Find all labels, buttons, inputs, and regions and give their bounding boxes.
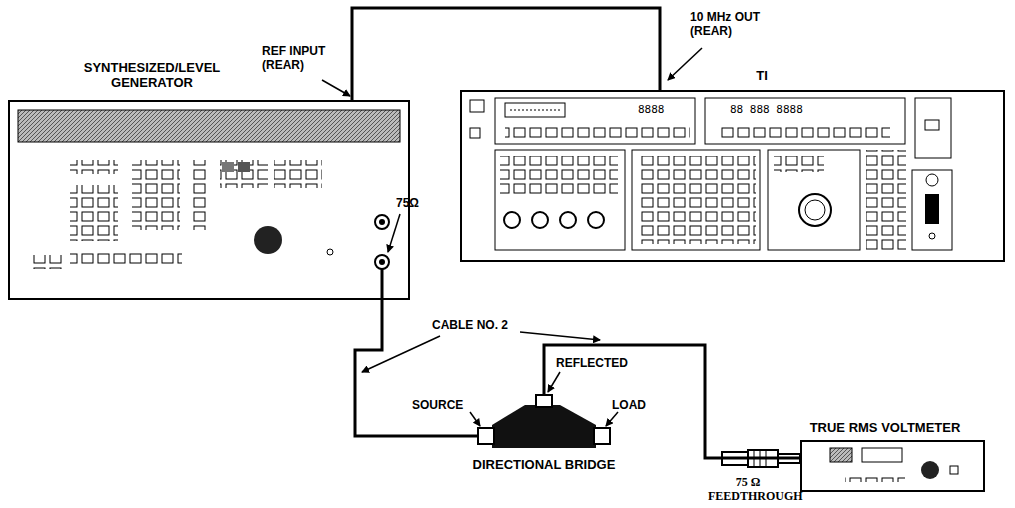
port-label: SOURCE: [412, 398, 463, 412]
instrument-name: DIRECTIONAL BRIDGE: [468, 457, 620, 472]
cable: [352, 8, 660, 100]
port-label: 10 MHz OUT (REAR): [690, 10, 784, 38]
feedthrough-label: 75 Ω FEEDTHROUGH: [708, 475, 788, 503]
instrument-name: TI: [742, 68, 782, 83]
impedance-label: 75Ω: [396, 196, 419, 210]
port-label: LOAD: [612, 398, 646, 412]
directional-bridge: DIRECTIONAL BRIDGE: [478, 395, 610, 455]
rms-voltmeter: TRUE RMS VOLTMETER: [800, 440, 985, 492]
display-digits: 88 888 8888: [728, 103, 805, 117]
cable-label: CABLE NO. 2: [432, 318, 508, 332]
leader-arrows: [322, 48, 702, 426]
voltmeter-panel: [830, 448, 958, 482]
instrument-name: TRUE RMS VOLTMETER: [780, 420, 990, 435]
ti-panel: [470, 98, 952, 250]
cable: [544, 345, 800, 458]
bridge-body: [478, 395, 610, 448]
port-label: REFLECTED: [556, 356, 628, 370]
display-digits: 8888: [636, 103, 667, 117]
signal-generator: SYNTHESIZED/LEVEL GENERATOR: [8, 100, 410, 300]
port-label: REF INPUT (REAR): [262, 44, 346, 72]
instrument-name: SYNTHESIZED/LEVEL GENERATOR: [42, 60, 262, 90]
generator-panel: [18, 110, 400, 300]
